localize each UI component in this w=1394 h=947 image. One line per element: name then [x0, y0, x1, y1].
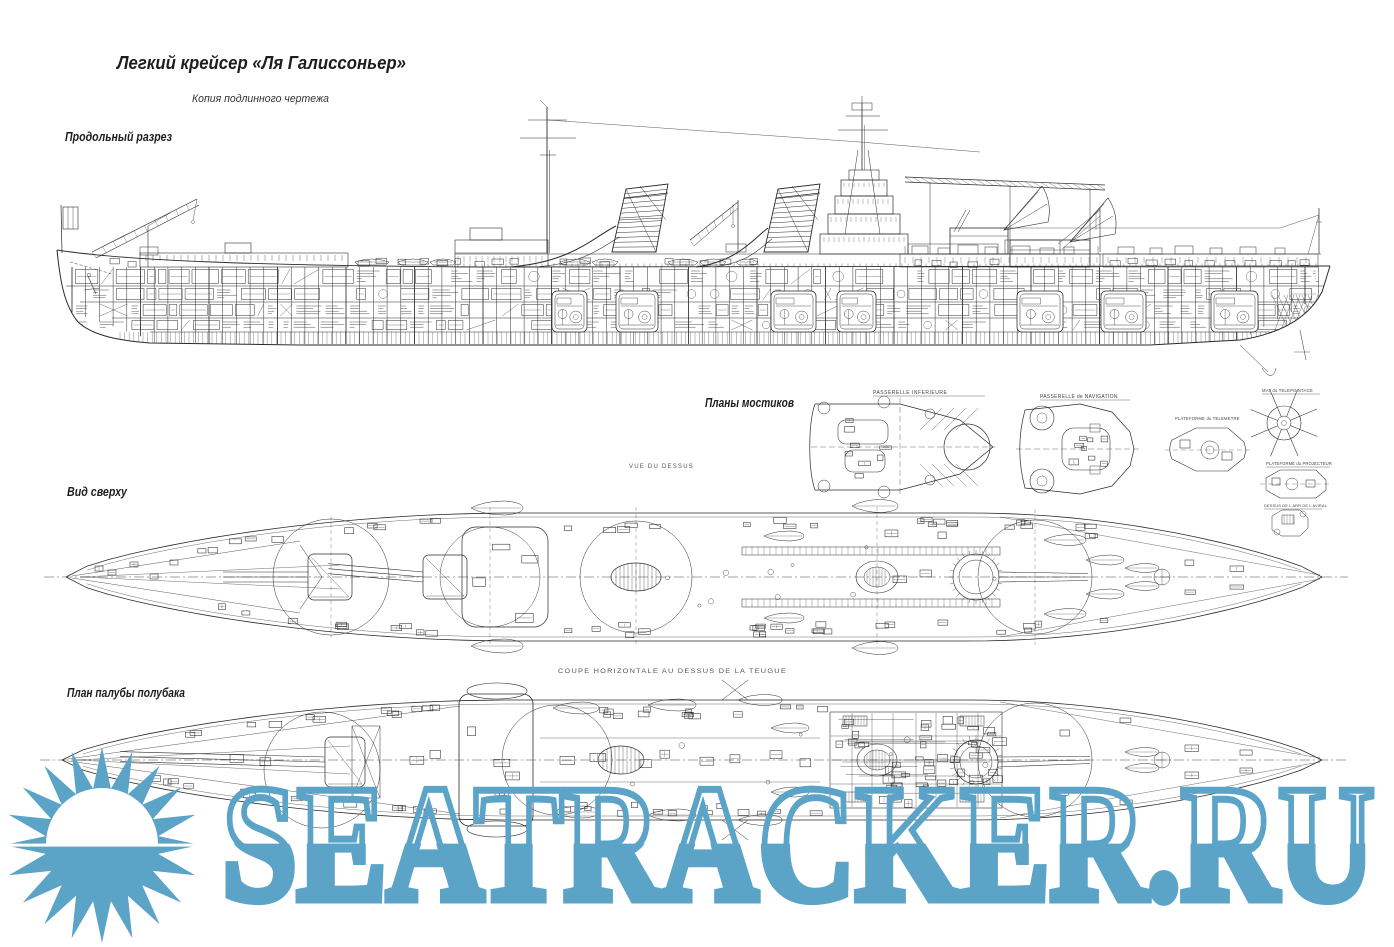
svg-text:PLATEFORME du TELEMETRE: PLATEFORME du TELEMETRE: [1175, 416, 1240, 421]
svg-text:MAT du TELEPOINTAGE: MAT du TELEPOINTAGE: [1262, 388, 1313, 393]
svg-text:PASSERELLE de NAVIGATION: PASSERELLE de NAVIGATION: [1040, 394, 1118, 400]
svg-text:DESSUS DE L ARR DE L AVIRA: DESSUS DE L ARR DE L AVIRAL: [1264, 503, 1328, 508]
svg-text:Продольный разрез: Продольный разрез: [65, 130, 173, 144]
svg-text:Копия подлинного чертежа: Копия подлинного чертежа: [192, 93, 329, 105]
svg-text:Легкий крейсер «Ля Галиссоньер: Легкий крейсер «Ля Галиссоньер»: [115, 53, 406, 73]
svg-text:SEATRACKER.RU: SEATRACKER.RU: [222, 751, 1375, 935]
svg-text:План палубы полубака: План палубы полубака: [67, 686, 185, 700]
svg-text:Планы мостиков: Планы мостиков: [705, 396, 794, 410]
svg-text:Вид сверху: Вид сверху: [67, 485, 128, 499]
svg-text:VUE DU DESSUS: VUE DU DESSUS: [629, 464, 694, 470]
svg-text:PLATEFORME du PROJECTEUR: PLATEFORME du PROJECTEUR: [1266, 461, 1332, 466]
svg-text:SEATRACKER.RU: SEATRACKER.RU: [222, 751, 1375, 935]
svg-text:COUPE HORIZONTALE AU DESSUS: COUPE HORIZONTALE AU DESSUS DE LA TEUGUE: [558, 669, 787, 675]
svg-text:PASSERELLE INFERIEURE: PASSERELLE INFERIEURE: [873, 390, 947, 396]
